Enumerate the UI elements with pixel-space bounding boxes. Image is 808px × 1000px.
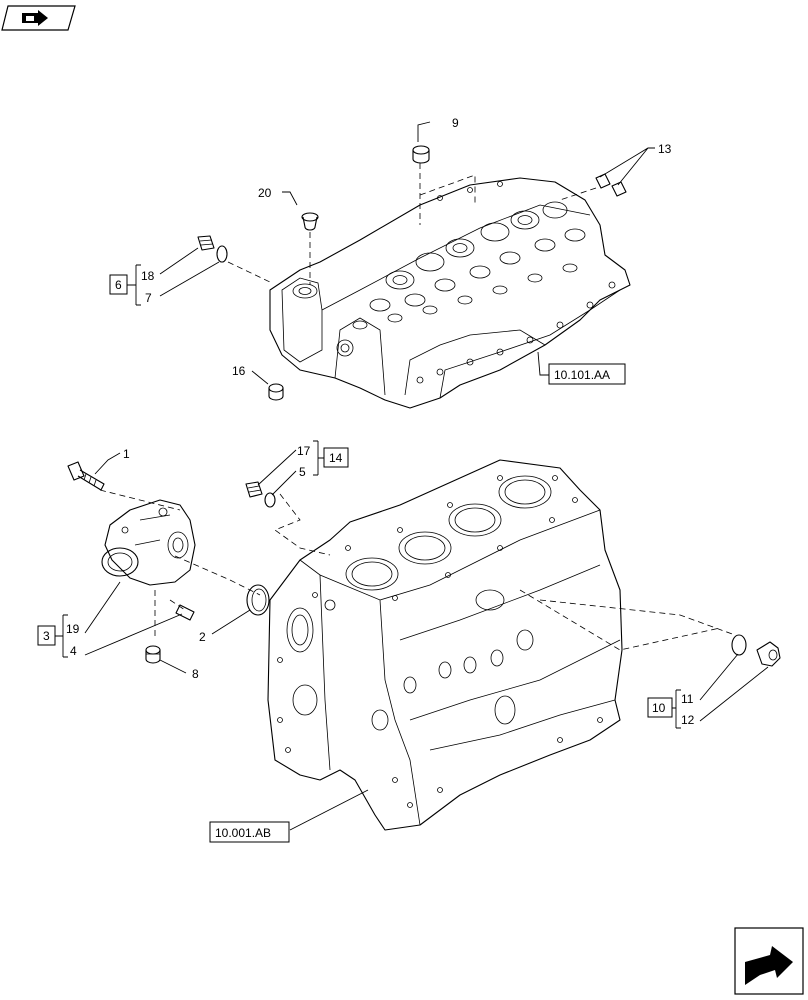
callout-12: 12 bbox=[681, 713, 695, 727]
plug-part-20 bbox=[301, 212, 319, 231]
callout-group-10: 10 11 12 bbox=[647, 689, 695, 729]
plug-part-8 bbox=[145, 645, 161, 664]
plug-part-12 bbox=[756, 641, 781, 667]
callout-4: 4 bbox=[70, 644, 77, 658]
reference-block-label: 10.001.AB bbox=[215, 826, 271, 840]
plugs-part-13 bbox=[595, 173, 627, 197]
seal-ring-part-11 bbox=[731, 634, 747, 656]
callout-group-6: 6 18 7 bbox=[109, 264, 155, 306]
seal-ring-part-5 bbox=[264, 492, 276, 508]
callout-5: 5 bbox=[299, 465, 306, 479]
plug-part-17 bbox=[245, 481, 263, 498]
cylinder-head bbox=[269, 177, 631, 409]
book-arrow-icon[interactable] bbox=[1, 5, 76, 31]
callout-17: 17 bbox=[297, 444, 311, 458]
callout-1: 1 bbox=[123, 447, 130, 461]
next-page-arrow-icon[interactable] bbox=[734, 927, 804, 995]
reference-block[interactable]: 10.001.AB bbox=[209, 821, 290, 843]
gasket-part-2 bbox=[246, 584, 270, 616]
callout-3: 3 bbox=[43, 629, 50, 643]
callout-14: 14 bbox=[329, 451, 343, 465]
callout-18: 18 bbox=[141, 269, 155, 283]
callout-2: 2 bbox=[199, 630, 206, 644]
pin-part-4 bbox=[175, 604, 195, 621]
cylinder-block bbox=[267, 459, 623, 831]
callout-16: 16 bbox=[232, 364, 246, 378]
callout-10: 10 bbox=[652, 701, 666, 715]
plug-part-9 bbox=[412, 145, 430, 164]
thermostat-housing-part-19 bbox=[101, 499, 196, 586]
callout-6: 6 bbox=[115, 278, 122, 292]
callout-group-3: 3 19 4 bbox=[37, 614, 80, 658]
callout-group-14: 17 5 14 bbox=[297, 440, 349, 479]
plug-part-18 bbox=[197, 235, 215, 251]
reference-head[interactable]: 10.101.AA bbox=[548, 363, 626, 385]
callout-7: 7 bbox=[145, 291, 152, 305]
plug-part-16 bbox=[268, 383, 284, 401]
callout-13: 13 bbox=[658, 142, 672, 156]
callout-20: 20 bbox=[258, 186, 272, 200]
callout-9: 9 bbox=[452, 116, 459, 130]
callout-11: 11 bbox=[681, 692, 694, 706]
callout-8: 8 bbox=[192, 667, 199, 681]
callout-19: 19 bbox=[66, 622, 80, 636]
seal-ring-part-7 bbox=[216, 245, 228, 263]
reference-head-label: 10.101.AA bbox=[554, 368, 610, 382]
bolt-part-1 bbox=[67, 461, 105, 491]
